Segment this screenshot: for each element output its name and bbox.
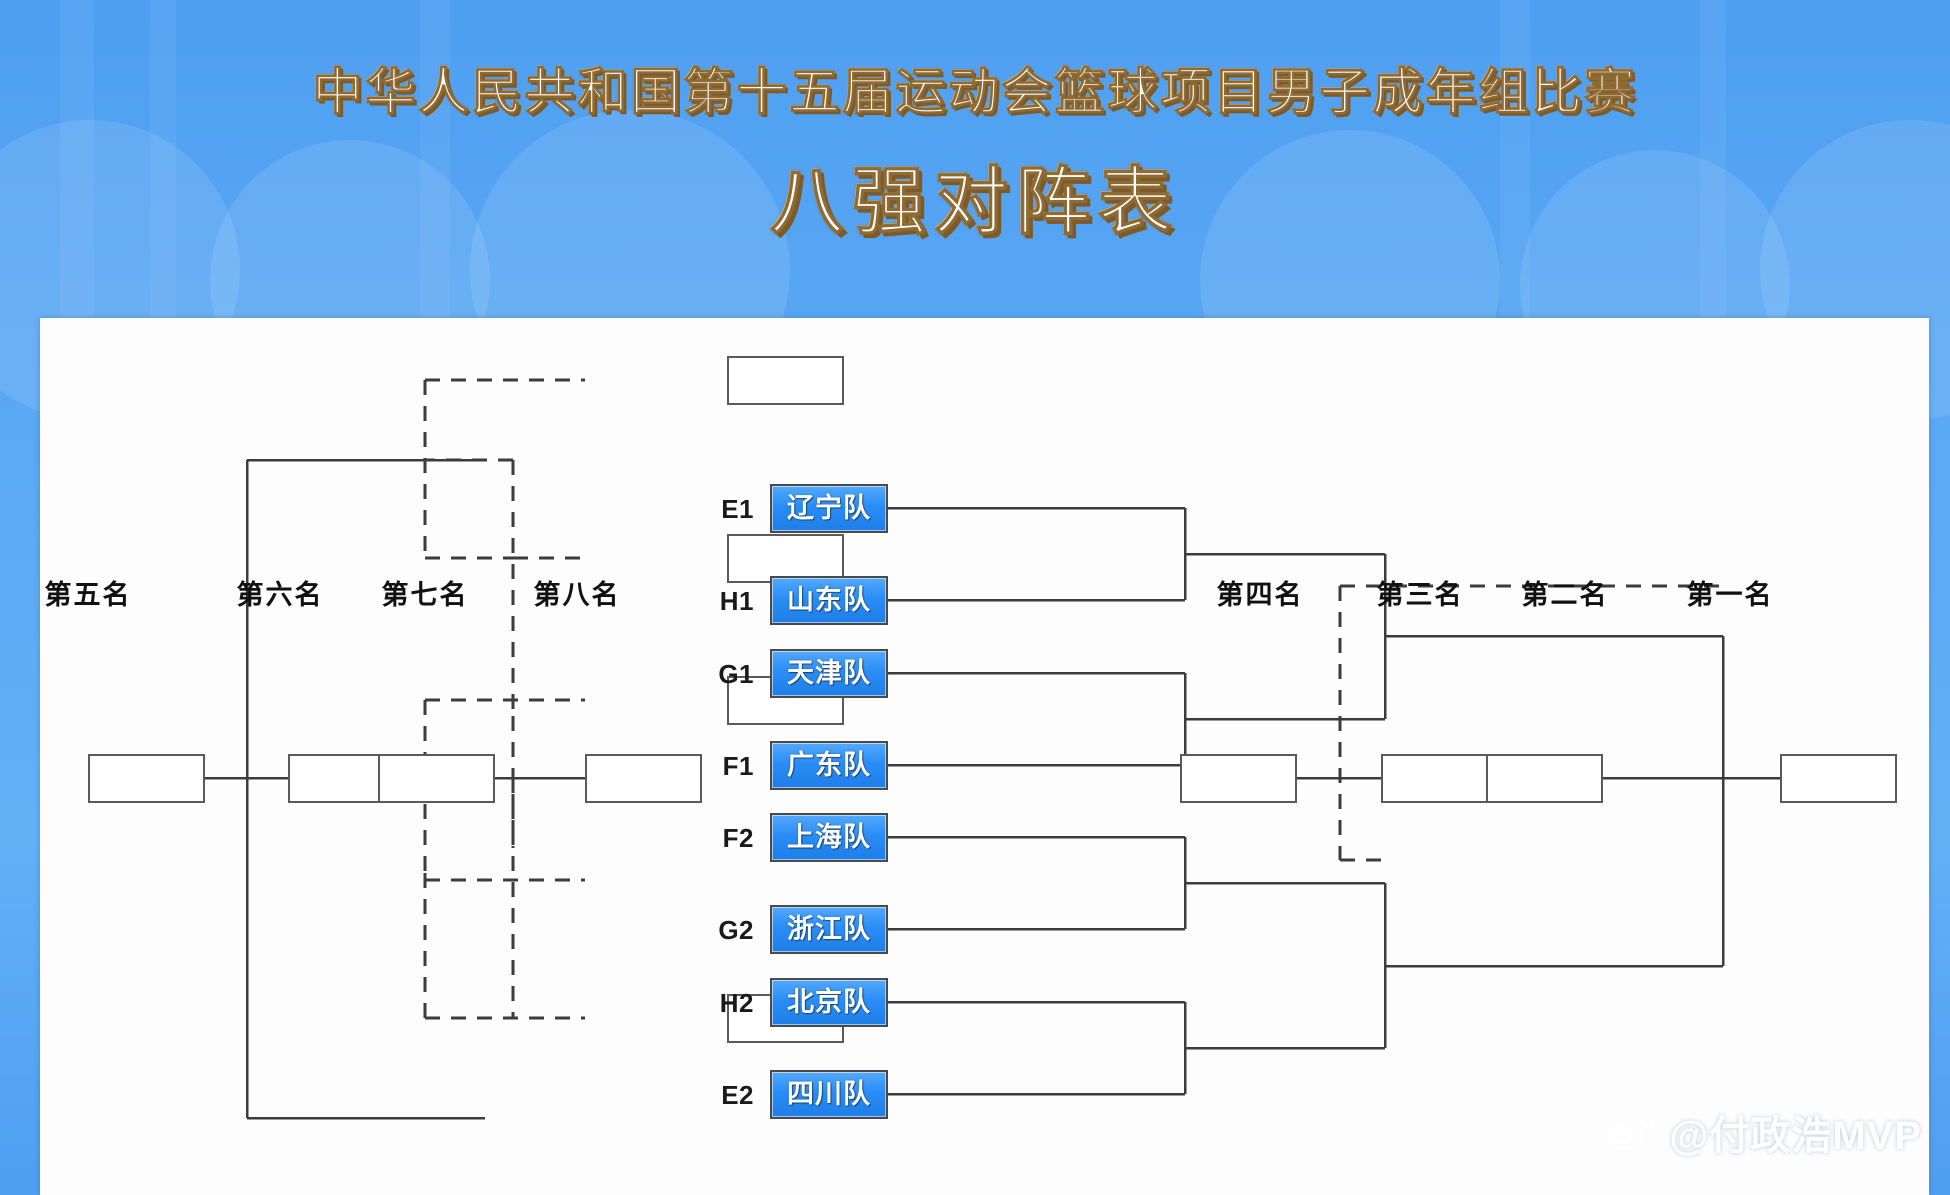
rank-slot-3[interactable] bbox=[1381, 754, 1498, 803]
team-chip-guangdong[interactable]: 广东队 bbox=[770, 741, 888, 790]
weibo-icon bbox=[1608, 1114, 1654, 1151]
rank-label-8: 第八名 bbox=[533, 580, 621, 610]
team-name: 四川队 bbox=[787, 1079, 871, 1109]
consolation-slot[interactable] bbox=[727, 356, 844, 405]
watermark-handle: @付政浩MVP bbox=[1669, 1114, 1922, 1158]
team-name: 上海队 bbox=[787, 822, 871, 852]
seed-label-h2: H2 bbox=[719, 988, 754, 1018]
rank-label-6: 第六名 bbox=[236, 580, 324, 610]
team-name: 辽宁队 bbox=[787, 493, 871, 523]
seed-label-e1: E1 bbox=[721, 494, 754, 524]
team-name: 广东队 bbox=[787, 750, 871, 780]
bracket-lines bbox=[205, 378, 1780, 1120]
team-chip-tianjin[interactable]: 天津队 bbox=[770, 649, 888, 698]
page-subtitle: 八强对阵表 bbox=[770, 160, 1180, 244]
seed-label-g1: G1 bbox=[718, 659, 754, 689]
seed-label-h1: H1 bbox=[719, 586, 754, 616]
seed-label-f2: F2 bbox=[722, 823, 754, 853]
team-chip-zhejiang[interactable]: 浙江队 bbox=[770, 905, 888, 954]
title-block: 中华人民共和国第十五届运动会篮球项目男子成年组比赛 八强对阵表 bbox=[0, 0, 1950, 249]
rank-label-7: 第七名 bbox=[381, 580, 469, 610]
rank-label-2: 第二名 bbox=[1521, 580, 1609, 610]
team-chip-shandong[interactable]: 山东队 bbox=[770, 576, 888, 625]
bracket-panel: 第五名 第六名 第七名 第八名 第四名 第三名 第二名 第一名 E1 辽宁队 H… bbox=[40, 318, 1929, 1195]
rank-slot-4[interactable] bbox=[1180, 754, 1297, 803]
rank-label-4: 第四名 bbox=[1216, 580, 1304, 610]
rank-slot-5[interactable] bbox=[88, 754, 205, 803]
team-name: 北京队 bbox=[787, 987, 871, 1017]
rank-slot-1[interactable] bbox=[1780, 754, 1897, 803]
rank-slot-8[interactable] bbox=[585, 754, 702, 803]
team-chip-sichuan[interactable]: 四川队 bbox=[770, 1070, 888, 1119]
seed-label-e2: E2 bbox=[721, 1080, 754, 1110]
rank-label-5: 第五名 bbox=[44, 580, 132, 610]
rank-slot-7[interactable] bbox=[378, 754, 495, 803]
team-chip-shanghai[interactable]: 上海队 bbox=[770, 813, 888, 862]
rank-label-3: 第三名 bbox=[1376, 580, 1464, 610]
page-title: 中华人民共和国第十五届运动会篮球项目男子成年组比赛 bbox=[312, 64, 1638, 121]
seed-label-f1: F1 bbox=[722, 751, 754, 781]
watermark: @付政浩MVP bbox=[1607, 1103, 1922, 1161]
team-name: 山东队 bbox=[787, 585, 871, 615]
team-name: 浙江队 bbox=[787, 914, 871, 944]
team-chip-liaoning[interactable]: 辽宁队 bbox=[770, 484, 888, 533]
rank-slot-2[interactable] bbox=[1486, 754, 1603, 803]
team-chip-beijing[interactable]: 北京队 bbox=[770, 978, 888, 1027]
team-name: 天津队 bbox=[787, 658, 871, 688]
seed-label-g2: G2 bbox=[718, 915, 754, 945]
rank-label-1: 第一名 bbox=[1686, 580, 1774, 610]
